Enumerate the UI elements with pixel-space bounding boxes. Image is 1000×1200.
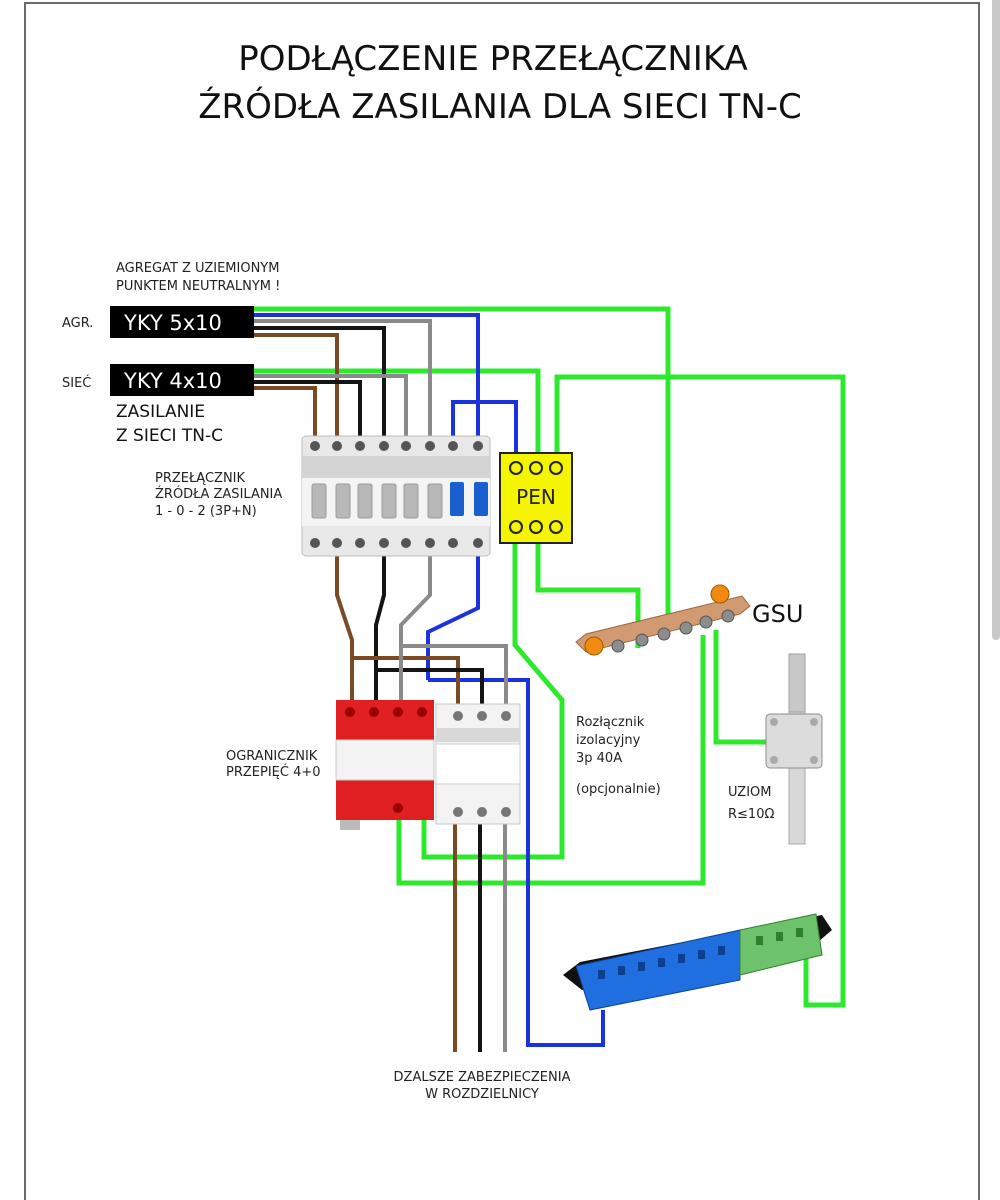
ground-label-line-2: R≤10Ω [728, 807, 774, 822]
changeover-switch [301, 435, 491, 557]
switch-label-line-2: ŹRÓDŁA ZASILANIA [155, 486, 282, 502]
agr-phase-black [250, 326, 386, 442]
pe-wire-agr [250, 306, 671, 615]
output-label-line-1: DZALSZE ZABEZPIECZENIA [394, 1070, 571, 1085]
input-wires-agr [250, 319, 432, 442]
scrollbar[interactable] [992, 0, 1000, 640]
pen-label: PEN [516, 485, 556, 509]
output-wires [453, 820, 507, 1052]
surge-label-line-2: PRZEPIĘĆ 4+0 [226, 764, 321, 780]
grid-supply-line-1: ZASILANIE [116, 402, 205, 422]
out-brown [335, 550, 354, 700]
title-line-1: PODŁĄCZENIE PRZEŁĄCZNIKA [238, 39, 748, 79]
cable-grid: SIEĆ YKY 4x10 [62, 364, 254, 396]
grid-phase-black [250, 380, 362, 442]
link-grey [399, 644, 508, 712]
spd-to-isolator-wires [350, 644, 508, 712]
neutral-wire-agr [250, 313, 480, 442]
grid-phase-brown [250, 386, 317, 442]
cable-agr: AGR. YKY 5x10 [62, 306, 254, 338]
surge-protector [335, 700, 435, 830]
cable-grid-box [110, 364, 254, 396]
generator-note-line-2: PUNKTEM NEUTRALNYM ! [116, 279, 280, 294]
gsu-bar: GSU [575, 584, 803, 656]
title-line-2: ŹRÓDŁA ZASILANIA DLA SIECI TN-C [198, 86, 802, 127]
pen-terminal: PEN [499, 452, 573, 544]
page-frame [24, 2, 980, 1200]
ground-label-line-1: UZIOM [728, 785, 771, 800]
neutral-wire-to-bus [428, 678, 605, 1047]
neutral-wire-to-spd [426, 550, 480, 680]
agr-phase-grey [250, 319, 432, 442]
pe-wire-pen-to-gsu [535, 540, 641, 648]
output-label-line-2: W ROZDZIELNICY [425, 1087, 539, 1102]
cable-grid-name: YKY 4x10 [123, 369, 222, 393]
agr-phase-brown [250, 333, 339, 442]
link-black [374, 668, 484, 712]
ground-rod: UZIOM R≤10Ω [728, 653, 823, 845]
cable-grid-side-label: SIEĆ [62, 375, 91, 391]
out-grey [399, 550, 432, 700]
pe-wire-grid-to-pen [250, 368, 541, 455]
cable-agr-box [110, 306, 254, 338]
link-brown [350, 656, 460, 712]
cable-agr-name: YKY 5x10 [123, 311, 222, 335]
input-wires-grid [250, 374, 408, 442]
pe-wire-pen-to-isolator [421, 540, 565, 860]
terminal-bus [563, 913, 832, 1011]
pe-wires [250, 306, 846, 1008]
grid-supply-line-2: Z SIECI TN-C [116, 426, 223, 446]
isolator-switch [435, 703, 521, 825]
out-black [374, 550, 386, 700]
switch-label-line-3: 1 - 0 - 2 (3P+N) [155, 504, 257, 519]
isolator-label-line-4: (opcjonalnie) [576, 782, 661, 797]
isolator-label-line-2: izolacyjny [576, 733, 641, 748]
neutral-wire-pen [451, 400, 518, 455]
generator-note-line-1: AGREGAT Z UZIEMIONYM [116, 261, 279, 276]
surge-label-line-1: OGRANICZNIK [226, 749, 318, 764]
grid-phase-grey [250, 374, 408, 442]
cable-agr-side-label: AGR. [62, 316, 93, 331]
isolator-label-line-3: 3p 40A [576, 751, 622, 766]
pe-wire-gsu-to-ground [713, 630, 770, 745]
switch-label-line-1: PRZEŁĄCZNIK [155, 471, 246, 486]
pe-wire-to-bus [554, 374, 846, 1008]
isolator-label-line-1: Rozłącznik [576, 715, 645, 730]
pe-wire-gsu-to-spd [396, 635, 706, 886]
neutral-wires [250, 313, 605, 1047]
gsu-label: GSU [752, 600, 803, 628]
